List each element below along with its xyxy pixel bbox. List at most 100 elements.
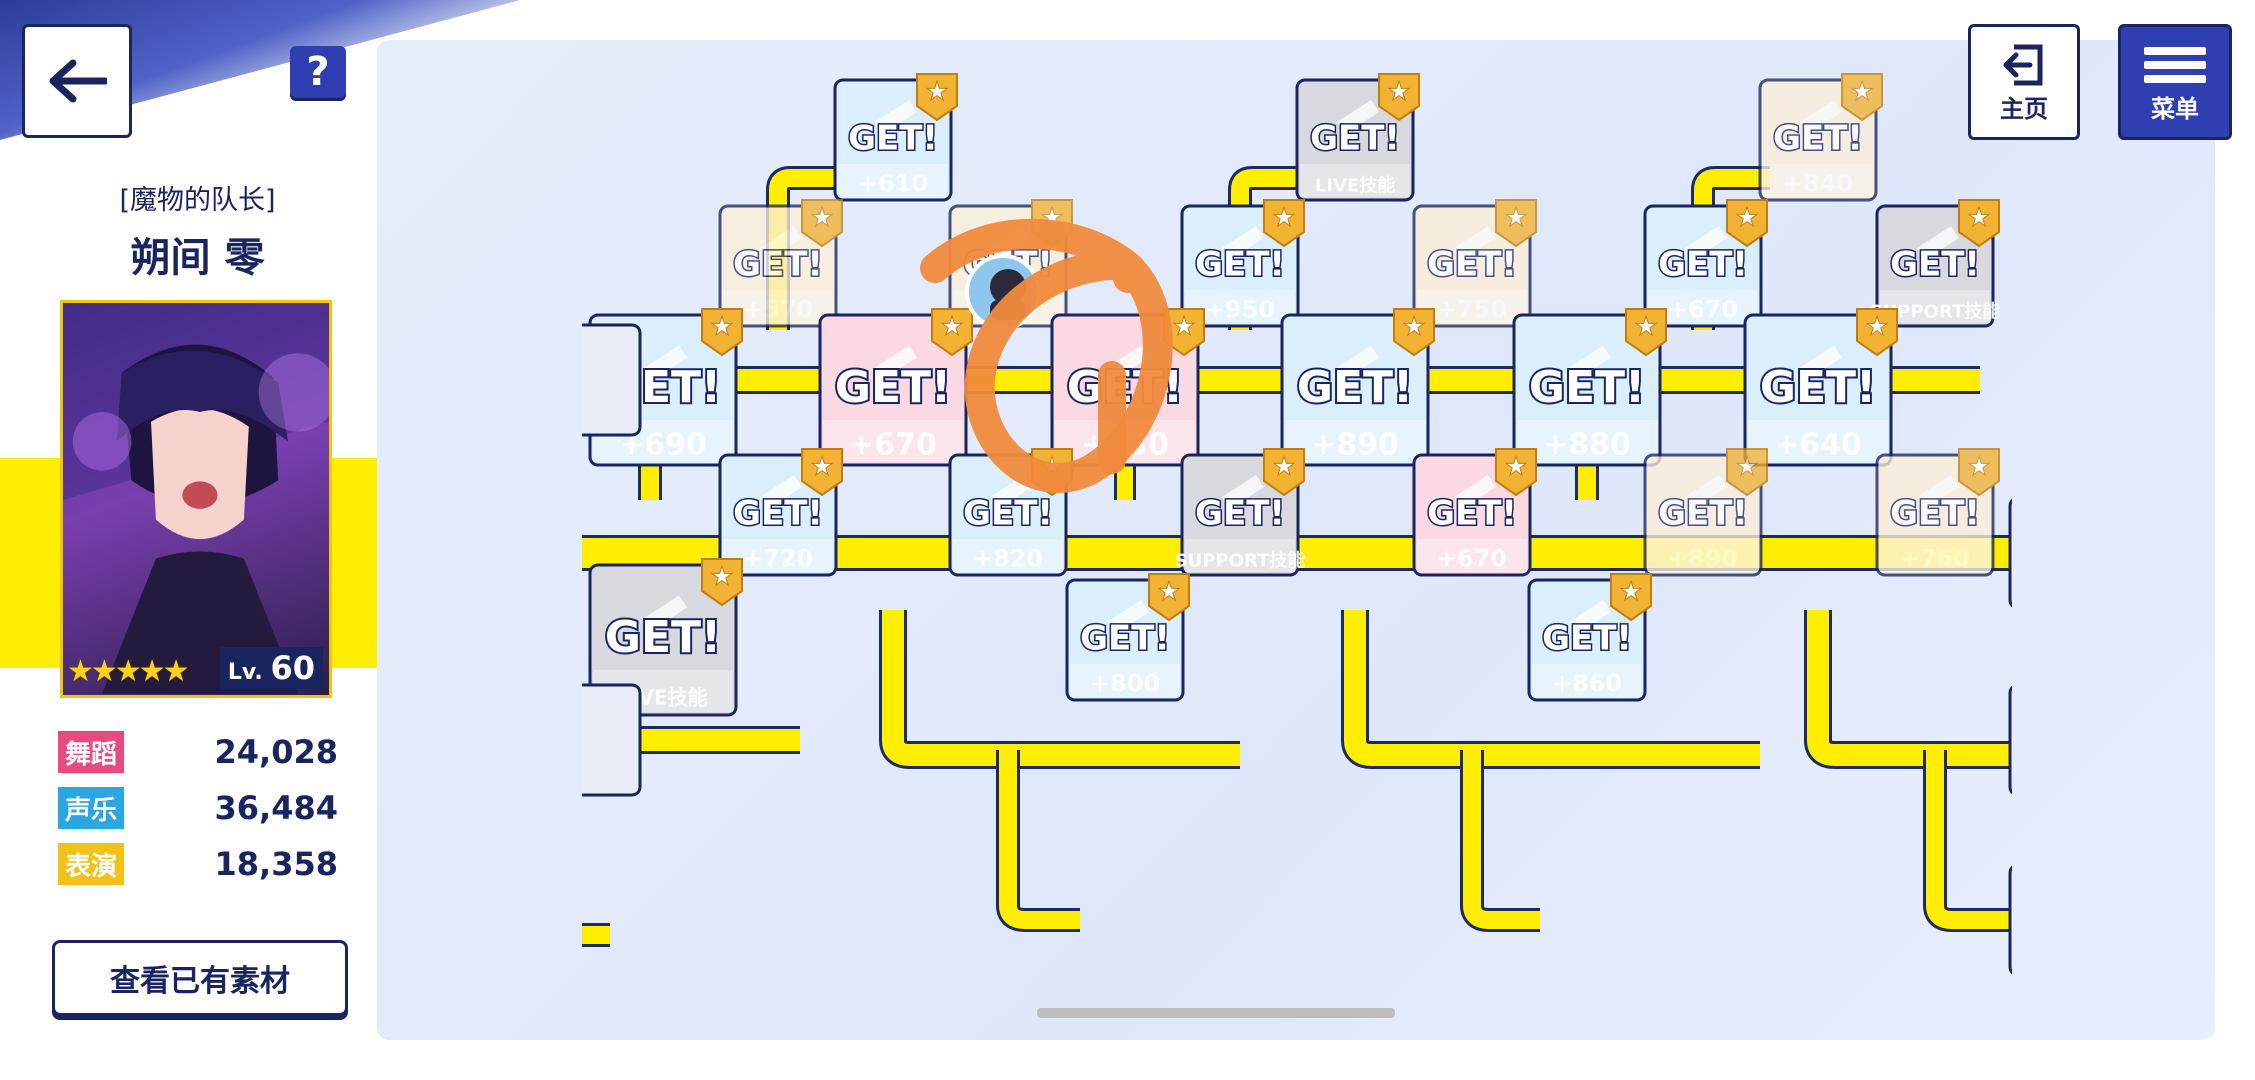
skill-tile-vocal[interactable]: GET!+670★ — [1643, 199, 1768, 328]
get-label: GET! — [1080, 619, 1170, 659]
help-button[interactable]: ? — [290, 46, 346, 98]
skill-tile-dance[interactable]: GET!+670★ — [1412, 448, 1537, 577]
tile-value: +670 — [1668, 296, 1738, 324]
skill-tile-vocal[interactable]: GET!+610★ — [833, 73, 958, 202]
svg-text:★: ★ — [1619, 577, 1642, 607]
skill-tile-vocal[interactable]: GET!+800★ — [1065, 573, 1190, 702]
skill-tile-live[interactable]: GET!SUPPORT技能★ — [1175, 448, 1306, 577]
skill-tile-vocal[interactable]: GET!+860★ — [1527, 573, 1652, 702]
tile-value: +760 — [1900, 545, 1970, 573]
get-label: GET! — [1427, 245, 1517, 285]
vocal-item-icon — [645, 345, 687, 380]
star-badge-icon — [1148, 573, 1190, 622]
svg-text:★: ★ — [1402, 312, 1425, 342]
branch-down-2 — [1463, 750, 1540, 929]
lower-path-2 — [882, 610, 1240, 766]
tile-value: +890 — [1311, 428, 1399, 463]
live-item-icon — [645, 595, 687, 630]
star-badge-icon — [701, 308, 743, 357]
skill-tile-acting[interactable]: GET!+890★ — [1643, 448, 1768, 577]
get-label: GET! — [848, 119, 938, 159]
horizontal-scrollbar[interactable] — [1037, 1008, 1395, 1018]
star-badge-icon — [1378, 73, 1420, 122]
star-badge-icon — [1495, 448, 1537, 497]
svg-text:★: ★ — [710, 312, 733, 342]
stat-label-dance: 舞蹈 — [58, 731, 124, 773]
skill-tree-tiles: GET!+610★GET!LIVE技能★GET!+840★GET!+570★GE… — [560, 73, 2090, 975]
menu-button[interactable]: 菜单 — [2118, 24, 2232, 140]
tile-value: SUPPORT技能 — [1870, 301, 2001, 323]
rarity-stars: ★★★★★ — [67, 654, 189, 689]
lower-path-4 — [1807, 610, 2010, 766]
offscreen-tile[interactable] — [2008, 865, 2090, 975]
star-badge-icon — [916, 73, 958, 122]
branch-top-3 — [1694, 169, 1770, 330]
character-card[interactable]: ★★★★★ Lv. 60 — [60, 300, 332, 698]
get-label: GET! — [1890, 245, 1980, 285]
stat-value-vocal: 36,484 — [214, 789, 338, 827]
offscreen-tile[interactable] — [2008, 498, 2090, 608]
stat-value-dance: 24,028 — [214, 733, 338, 771]
tile-value: +950 — [1205, 296, 1275, 324]
exit-home-icon — [2003, 44, 2043, 85]
star-badge-icon — [1495, 199, 1537, 248]
character-portrait — [63, 304, 329, 694]
svg-text:★: ★ — [1387, 77, 1410, 107]
stat-vocal: 声乐 36,484 — [58, 787, 338, 829]
skill-tile-acting[interactable]: GET! +760 ★ — [1875, 448, 2000, 577]
skill-tile-vocal[interactable]: GET!+950★ — [1180, 199, 1305, 328]
offscreen-tile[interactable] — [560, 323, 642, 437]
character-name: 朔间 零 — [130, 235, 265, 281]
skill-tile-live[interactable]: GET!LIVE技能★ — [588, 558, 743, 717]
branch-down-3 — [1926, 750, 2010, 929]
skill-tile-vocal[interactable]: GET!+720★ — [718, 448, 843, 577]
get-label: GET! — [1760, 362, 1876, 413]
svg-text:★: ★ — [1850, 77, 1873, 107]
home-button[interactable]: 主页 — [1968, 24, 2080, 140]
svg-text:★: ★ — [1504, 452, 1527, 482]
character-title: [魔物的队长] — [119, 185, 276, 216]
svg-text:★: ★ — [810, 203, 833, 233]
hand-drawn-circle-annotation — [920, 218, 1173, 493]
get-label: GET! — [1529, 362, 1645, 413]
menu-label: 菜单 — [2151, 94, 2199, 123]
tile-value: +750 — [1437, 296, 1507, 324]
svg-text:★: ★ — [1634, 312, 1657, 342]
acting-item-icon — [1685, 475, 1727, 509]
skill-tile-acting[interactable]: GET!+840★ — [1758, 73, 1883, 202]
acting-item-icon — [1454, 226, 1496, 260]
acting-item-icon — [760, 226, 802, 260]
skill-tile-vocal[interactable]: GET! +880 ★ — [1512, 308, 1667, 467]
svg-text:★: ★ — [1504, 203, 1527, 233]
get-label: GET! — [835, 362, 951, 413]
dance-item-icon — [1454, 475, 1496, 509]
skill-tile-vocal[interactable]: GET!+640★ — [1743, 308, 1898, 467]
star-badge-icon — [1263, 448, 1305, 497]
tile-value: SUPPORT技能 — [1175, 550, 1306, 572]
skill-tile-live[interactable]: GET!LIVE技能★ — [1295, 73, 1420, 202]
offscreen-tile[interactable] — [560, 683, 642, 797]
offscreen-tile[interactable] — [2008, 685, 2090, 795]
vocal-item-icon — [1337, 345, 1379, 380]
vocal-item-icon — [875, 100, 917, 134]
skill-tile-acting[interactable]: GET!+570★ — [718, 199, 843, 328]
skill-tile-dance[interactable]: GET!+670★ — [818, 308, 973, 467]
skill-tile-vocal[interactable]: GET!+890★ — [1280, 308, 1435, 467]
tile-value: +800 — [1090, 670, 1160, 698]
skill-tile-acting[interactable]: GET! +750 ★ — [1412, 199, 1537, 328]
branch-down-1 — [999, 750, 1080, 929]
svg-text:★: ★ — [1967, 452, 1990, 482]
get-label: GET! — [1890, 494, 1980, 534]
back-button[interactable] — [22, 24, 132, 138]
svg-text:★: ★ — [1172, 312, 1195, 342]
vocal-item-icon — [1569, 600, 1611, 634]
star-badge-icon — [1841, 73, 1883, 122]
tile-value: +670 — [849, 428, 937, 463]
tile-value: +880 — [1543, 428, 1631, 463]
view-materials-button[interactable]: 查看已有素材 — [52, 940, 348, 1016]
skill-tile-live[interactable]: GET!SUPPORT技能★ — [1870, 199, 2001, 328]
tile-value: LIVE技能 — [1315, 175, 1395, 197]
dance-item-icon — [875, 345, 917, 380]
branch-top-2 — [1231, 169, 1310, 330]
